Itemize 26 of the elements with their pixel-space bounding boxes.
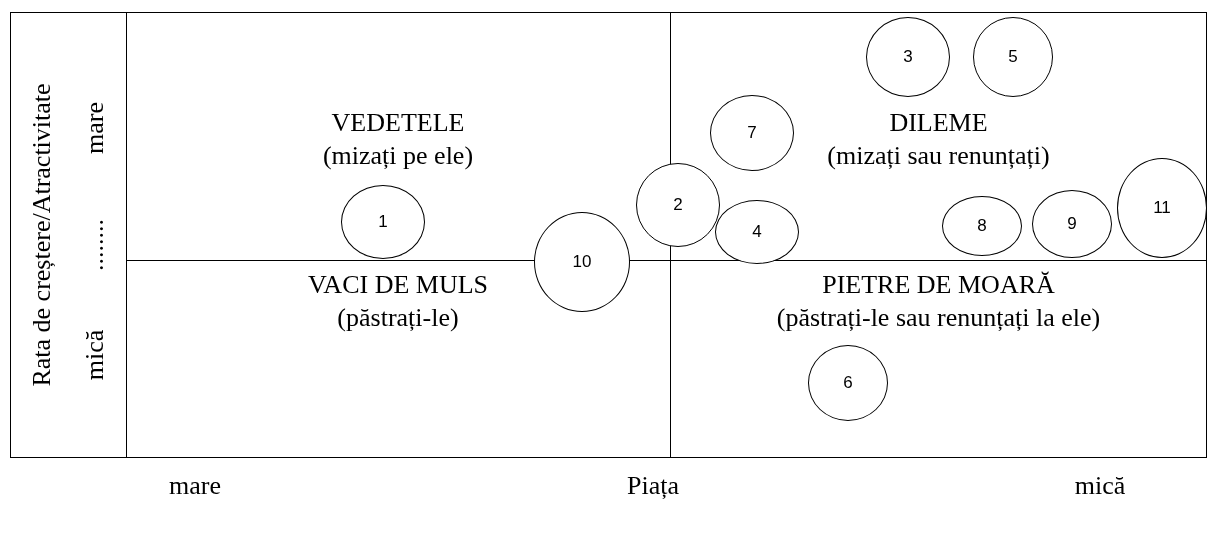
quadrant-subtitle: (păstrați-le) <box>337 302 459 334</box>
product-circle: 10 <box>534 212 630 312</box>
quadrant-title: DILEME <box>889 107 988 139</box>
quadrant-subtitle: (mizați sau renunțați) <box>827 140 1050 172</box>
axis-label: mare <box>80 102 110 154</box>
quadrant-subtitle: (păstrați-le sau renunțați la ele) <box>776 302 1101 334</box>
product-circle: 9 <box>1032 190 1112 258</box>
axis-label: mică <box>80 329 110 381</box>
product-circle: 2 <box>636 163 720 247</box>
quadrant-title: PIETRE DE MOARĂ <box>822 269 1055 301</box>
product-circle: 3 <box>866 17 950 97</box>
axis-label: Piața <box>627 471 679 501</box>
product-circle: 6 <box>808 345 888 421</box>
product-circle: 8 <box>942 196 1022 256</box>
axis-label: mare <box>169 471 221 501</box>
product-circle: 11 <box>1117 158 1207 258</box>
product-circle: 5 <box>973 17 1053 97</box>
product-circle: 7 <box>710 95 794 171</box>
axis-label: mică <box>1074 471 1126 501</box>
axis-label: ........ <box>80 219 110 271</box>
quadrant-title: VEDETELE <box>331 107 465 139</box>
product-circle: 1 <box>341 185 425 259</box>
product-circle: 4 <box>715 200 799 264</box>
quadrant-title: VACI DE MULS <box>307 269 489 301</box>
quadrant-subtitle: (mizați pe ele) <box>322 140 474 172</box>
axis-label: Rata de creștere/Atractivitate <box>27 83 57 387</box>
